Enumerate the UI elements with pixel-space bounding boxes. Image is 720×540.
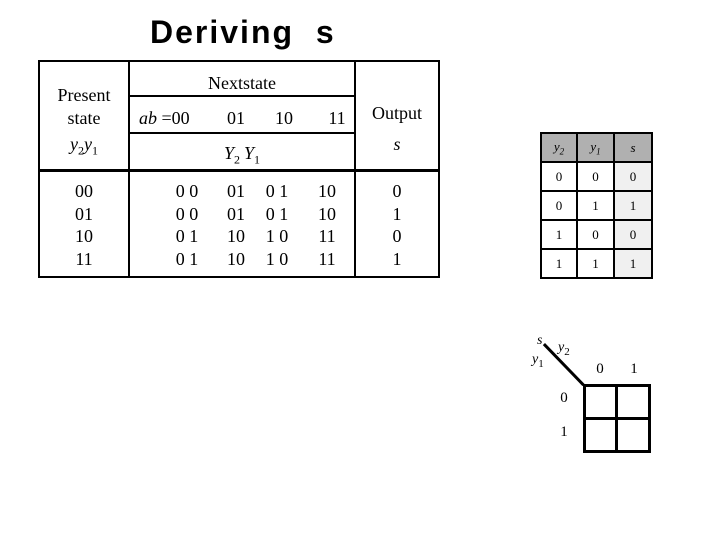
table-row: 11 0 1 10 1 0 11 1 <box>40 248 438 271</box>
truth-table-row: 0 0 0 <box>540 161 653 192</box>
nextstate-cell: 0 0 <box>175 181 199 201</box>
ab-column-header: 10 <box>275 108 293 128</box>
nextstate-cell: 11 <box>318 249 336 269</box>
output-cell: 0 <box>392 226 402 246</box>
output-cell: 1 <box>392 204 402 224</box>
nextstate-cell: 10 <box>227 249 245 269</box>
truth-table-cell: 0 <box>613 219 653 250</box>
present-state-header-line2: state <box>67 108 101 128</box>
truth-table-row: 0 1 1 <box>540 190 653 221</box>
Y-symbol: Y <box>244 143 255 163</box>
kmap-s-label: s <box>537 333 543 348</box>
table-row: 01 0 0 01 0 1 10 1 <box>40 203 438 226</box>
state-table: Present state y2y1 Nextstate ab =00 01 1… <box>38 60 440 278</box>
truth-table-cell: 1 <box>540 219 578 250</box>
kmap-y1-label: y1 <box>532 352 544 370</box>
kmap-cell <box>618 387 647 417</box>
present-state-cell: 11 <box>75 249 93 269</box>
nextstate-cell: 0 1 <box>175 249 199 269</box>
kmap-y2-label: y2 <box>558 340 570 358</box>
nextstate-cell: 0 1 <box>265 181 289 201</box>
subscript-2: 2 <box>559 146 565 157</box>
ab-column-header: 01 <box>227 108 245 128</box>
truth-table-header-row: y2 y1 s <box>540 132 653 163</box>
slide-title: Deriving s <box>150 14 336 50</box>
nextstate-cell: 10 <box>227 226 245 246</box>
nextstate-cell: 0 1 <box>265 204 289 224</box>
nextstate-cell: 1 0 <box>265 226 289 246</box>
y-symbol: y <box>558 340 565 355</box>
truth-table-cell: 0 <box>576 219 615 250</box>
subscript-1: 1 <box>596 146 601 157</box>
output-s-label: s <box>393 134 401 154</box>
kmap-grid <box>583 384 651 453</box>
nextstate-cell: 0 0 <box>175 204 199 224</box>
kmap-column-label: 0 <box>596 361 604 377</box>
kmap-row-label: 1 <box>560 424 568 440</box>
kmap-cell <box>586 387 615 417</box>
y-symbol: y <box>553 138 560 154</box>
nextstate-cell: 10 <box>318 204 336 224</box>
kmap-cell <box>618 420 647 450</box>
truth-table-cell: 0 <box>576 161 615 192</box>
ab-column-header: 11 <box>328 108 346 128</box>
output-header: Output <box>371 103 422 123</box>
truth-table-cell: 1 <box>576 248 615 279</box>
truth-table-row: 1 0 0 <box>540 219 653 250</box>
output-cell: 0 <box>392 181 402 201</box>
truth-table-cell: 0 <box>613 161 653 192</box>
present-state-cell: 01 <box>75 204 93 224</box>
truth-table-cell: 0 <box>540 161 578 192</box>
row-divider <box>128 132 356 134</box>
table-row: 10 0 1 10 1 0 11 0 <box>40 225 438 248</box>
subscript-2: 2 <box>234 152 240 167</box>
s-symbol: s <box>630 139 636 155</box>
truth-table-header-y1: y1 <box>576 132 615 163</box>
present-state-cell: 10 <box>75 226 93 246</box>
nextstate-cell: 0 1 <box>175 226 199 246</box>
ab-symbol: ab <box>139 108 157 128</box>
ab-equals-00: =00 <box>157 108 190 128</box>
y-symbol: y <box>590 138 597 154</box>
present-state-variables: y2y1 <box>40 133 128 158</box>
Y-symbol: Y <box>223 143 234 163</box>
subscript-1: 1 <box>538 357 544 370</box>
kmap-cell <box>586 420 615 450</box>
present-state-cell: 00 <box>75 181 93 201</box>
truth-table-cell: 1 <box>613 248 653 279</box>
output-cell: 1 <box>392 249 402 269</box>
y-symbol: y <box>84 134 92 154</box>
truth-table-cell: 0 <box>540 190 578 221</box>
y-symbol: y <box>70 134 78 154</box>
nextstate-cell: 10 <box>318 181 336 201</box>
header-body-divider <box>40 169 438 172</box>
nextstate-cell: 01 <box>227 181 245 201</box>
truth-table: y2 y1 s 0 0 0 0 1 1 1 0 0 1 1 1 <box>540 132 653 279</box>
kmap-column-label: 1 <box>630 361 638 377</box>
present-state-header: Present <box>57 85 111 105</box>
nextstate-cell: 01 <box>227 204 245 224</box>
nextstate-cell: 1 0 <box>265 249 289 269</box>
subscript-1: 1 <box>254 152 261 167</box>
ab-inputs-label: ab =00 <box>139 107 190 129</box>
truth-table-header-s: s <box>613 132 653 163</box>
truth-table-cell: 1 <box>613 190 653 221</box>
truth-table-row: 1 1 1 <box>540 248 653 279</box>
subscript-2: 2 <box>78 143 84 158</box>
row-divider <box>128 95 356 97</box>
truth-table-header-y2: y2 <box>540 132 578 163</box>
y-symbol: y <box>532 352 539 367</box>
kmap-grid-line <box>586 417 648 420</box>
subscript-2: 2 <box>564 345 570 358</box>
subscript-1: 1 <box>92 143 98 158</box>
nextstate-cell: 11 <box>318 226 336 246</box>
truth-table-cell: 1 <box>540 248 578 279</box>
kmap-row-label: 0 <box>560 390 568 406</box>
nextstate-header: Nextstate <box>208 73 276 93</box>
table-row: 00 0 0 01 0 1 10 0 <box>40 180 438 203</box>
truth-table-cell: 1 <box>576 190 615 221</box>
